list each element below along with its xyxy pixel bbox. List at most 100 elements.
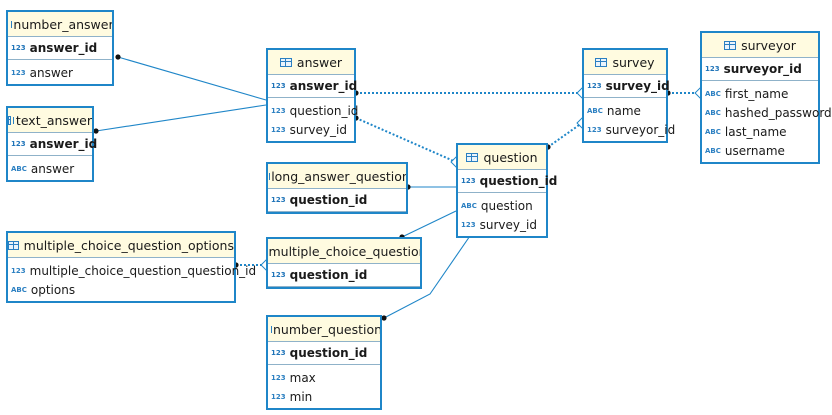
table-header[interactable]: long_answer_question — [268, 164, 406, 189]
table-name: surveyor — [741, 37, 796, 53]
relationship-line-number-answer-to-answer[interactable] — [117, 56, 267, 101]
column-name: hashed_password — [724, 105, 832, 120]
numeric-type-icon: 123 — [271, 373, 286, 382]
table-header[interactable]: question — [458, 145, 546, 170]
table-header[interactable]: number_question — [268, 317, 380, 342]
table-name: text_answer — [15, 112, 92, 128]
column-name: surveyor_id — [723, 61, 802, 76]
table-header[interactable]: surveyor — [702, 33, 818, 58]
numeric-type-icon: 123 — [271, 392, 286, 401]
relationship-source-dot — [381, 315, 387, 321]
column-name: name — [606, 103, 641, 118]
numeric-type-icon: 123 — [11, 68, 26, 77]
primary-key-icon: 123 — [271, 270, 286, 279]
table-icon — [724, 40, 737, 50]
text-type-icon: ABC — [705, 89, 721, 98]
text-type-icon: ABC — [705, 108, 721, 117]
column-name: question_id — [289, 103, 359, 118]
column-name: answer — [29, 65, 73, 80]
table-header[interactable]: number_answer — [8, 12, 112, 37]
table-name: question — [483, 149, 538, 165]
numeric-type-icon: 123 — [461, 220, 476, 229]
table-icon — [466, 152, 479, 162]
relationship-line-number-question-to-question[interactable] — [383, 232, 473, 319]
table-name: multiple_choice_question_options — [23, 237, 234, 253]
column-name: max — [289, 370, 316, 385]
table-header[interactable]: text_answer — [8, 108, 92, 133]
table-name: multiple_choice_question — [268, 243, 420, 259]
column-name: last_name — [724, 124, 787, 139]
table-header[interactable]: survey — [584, 50, 666, 75]
table-header[interactable]: multiple_choice_question — [268, 239, 420, 264]
relationship-line-question-to-survey[interactable] — [547, 122, 583, 148]
column-name: answer — [30, 161, 75, 176]
relationship-line-answer-to-question[interactable] — [355, 117, 457, 163]
column-name: question_id — [289, 192, 368, 207]
numeric-type-icon: 123 — [587, 125, 602, 134]
column-name: survey_id — [605, 78, 670, 93]
table-name: long_answer_question — [271, 168, 406, 184]
text-type-icon: ABC — [461, 201, 477, 210]
column-name: question_id — [289, 345, 368, 360]
primary-key-icon: 123 — [11, 139, 26, 148]
relationship-line-text-answer-to-answer[interactable] — [95, 104, 267, 132]
relationship-line-multiple-choice-question-to-question[interactable] — [401, 210, 457, 238]
table-icon — [595, 57, 608, 67]
table-header[interactable]: multiple_choice_question_options — [8, 233, 234, 258]
table-header[interactable]: answer — [268, 50, 354, 75]
primary-key-icon: 123 — [11, 43, 26, 52]
column-name: first_name — [724, 86, 789, 101]
table-icon — [279, 57, 292, 67]
column-name: answer_id — [29, 136, 98, 151]
text-type-icon: ABC — [705, 146, 721, 155]
primary-key-icon: 123 — [587, 81, 602, 90]
relationship-source-dot — [115, 54, 121, 60]
column-name: question — [480, 198, 533, 213]
column-name: survey_id — [479, 217, 537, 232]
column-name: answer_id — [29, 40, 98, 55]
